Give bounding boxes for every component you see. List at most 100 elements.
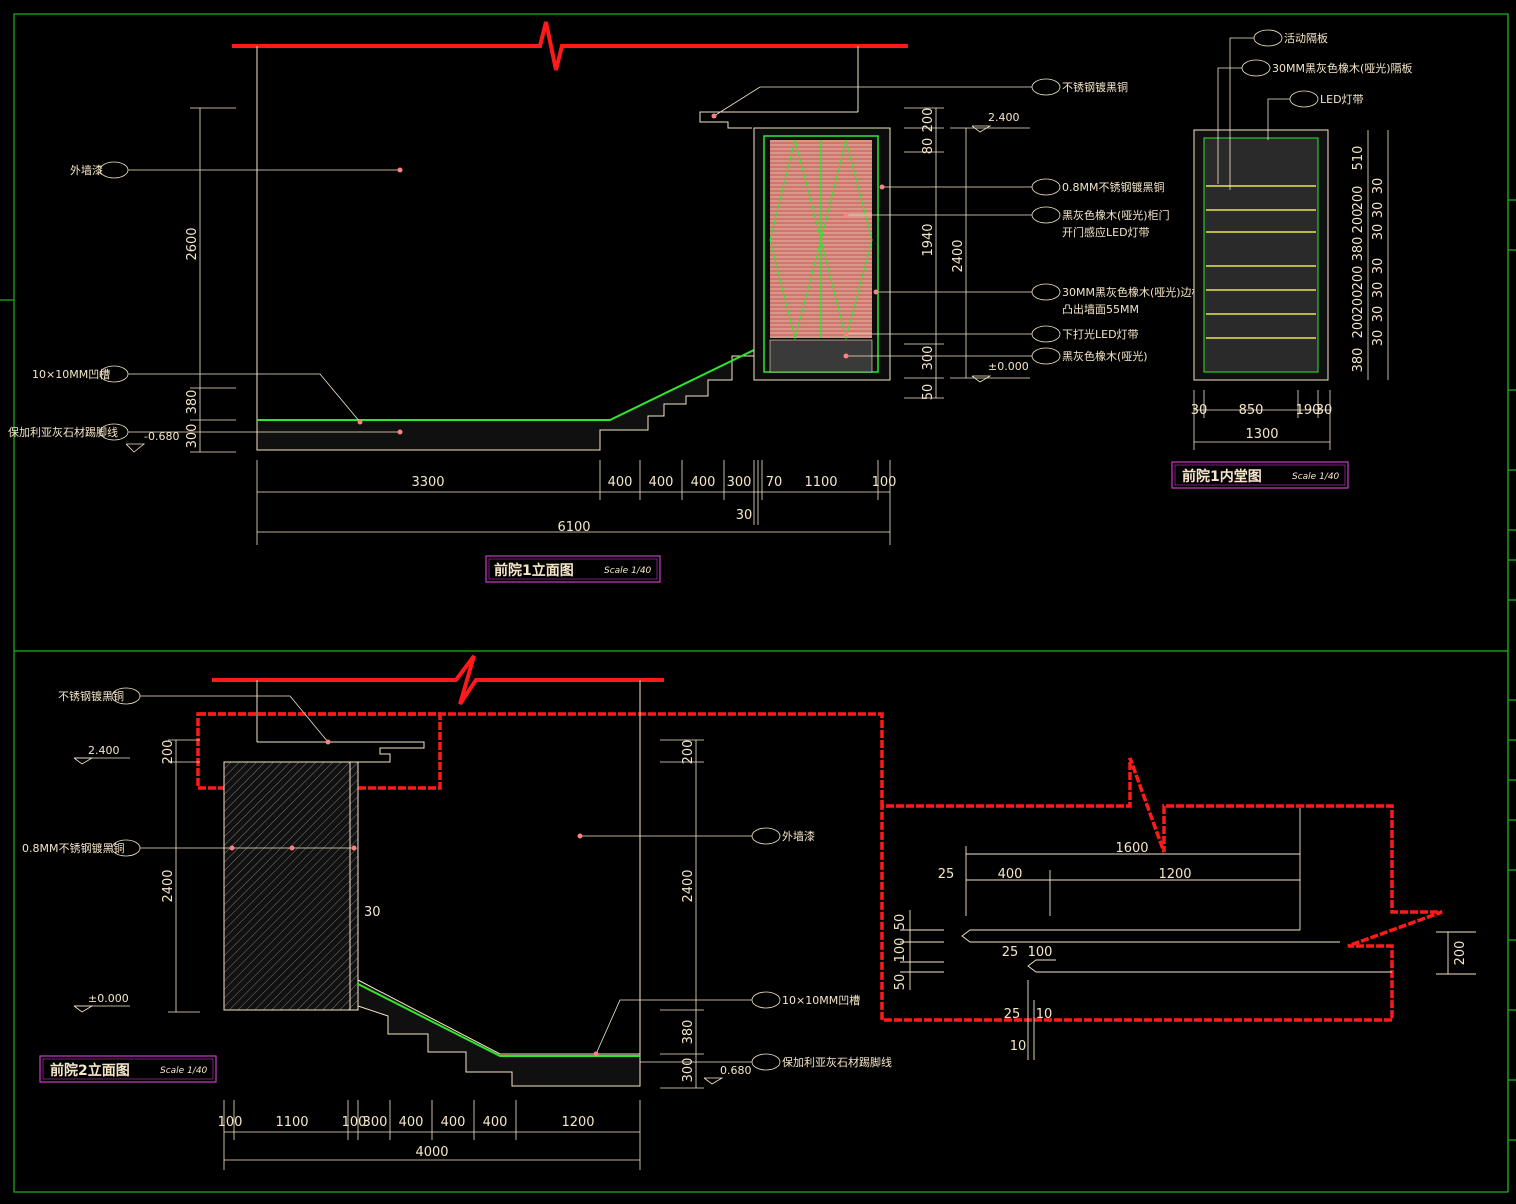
e2-dim-380: 380 bbox=[681, 1020, 696, 1045]
drawing-frame bbox=[0, 13, 1516, 1193]
det-10a: 10 bbox=[1036, 1007, 1053, 1022]
det-1200: 1200 bbox=[1158, 867, 1191, 882]
dim-3300: 3300 bbox=[411, 475, 444, 490]
det-25b: 25 bbox=[1002, 945, 1019, 960]
dim-300: 300 bbox=[185, 424, 200, 449]
label-led: LED灯带 bbox=[1320, 93, 1364, 106]
dims-bottom bbox=[256, 460, 891, 545]
label-door-a: 黑灰色橡木(哑光)柜门 bbox=[1062, 208, 1170, 222]
level2-low: 0.680 bbox=[720, 1064, 752, 1077]
interior-title: 前院1内堂图 bbox=[1182, 468, 1262, 485]
det-25c: 25 bbox=[1004, 1007, 1021, 1022]
det-25a: 25 bbox=[938, 867, 955, 882]
e2-dim-200r: 200 bbox=[681, 740, 696, 765]
dim-1100: 1100 bbox=[804, 475, 837, 490]
dim-30: 30 bbox=[736, 508, 753, 523]
e2-h-100a: 100 bbox=[218, 1115, 243, 1130]
label-groove: 10×10MM凹槽 bbox=[32, 368, 110, 381]
dim-100: 100 bbox=[872, 475, 897, 490]
dim-400b: 400 bbox=[649, 475, 674, 490]
elevation-2: 不锈钢镀黑铜 2.400 0.8MM不锈钢镀黑铜 ±0.000 外墙漆 10×1… bbox=[22, 654, 1443, 1170]
dim-50: 50 bbox=[921, 384, 936, 401]
level-zero: ±0.000 bbox=[988, 360, 1029, 373]
elevation-1: 2600 380 300 外墙漆 10×10MM凹槽 保加利亚灰石材踢脚线 -0… bbox=[8, 21, 1203, 583]
label-canopy: 不锈钢镀黑铜 bbox=[1062, 80, 1128, 94]
interior-vdim: 200 bbox=[1351, 314, 1366, 339]
elev1-title: 前院1立面图 bbox=[494, 562, 574, 579]
label-door-b: 开门感应LED灯带 bbox=[1062, 225, 1150, 239]
e2-dim-300: 300 bbox=[681, 1058, 696, 1083]
leaders-left bbox=[99, 161, 400, 441]
label-oak-matte: 黑灰色橡木(哑光) bbox=[1062, 349, 1148, 363]
det-100a: 100 bbox=[893, 938, 908, 963]
elev1-scale: Scale 1/40 bbox=[604, 566, 652, 576]
interior-vdim-30: 30 bbox=[1371, 178, 1386, 195]
e2-h-300: 300 bbox=[363, 1115, 388, 1130]
e2-h-1200: 1200 bbox=[561, 1115, 594, 1130]
interior-scale: Scale 1/40 bbox=[1292, 472, 1340, 482]
dim-300b: 300 bbox=[921, 346, 936, 371]
interior-vdim-30: 30 bbox=[1371, 306, 1386, 323]
interior-vdim: 510 bbox=[1351, 146, 1366, 171]
label2-ss08: 0.8MM不锈钢镀黑铜 bbox=[22, 841, 124, 855]
label2-canopy: 不锈钢镀黑铜 bbox=[58, 689, 124, 703]
dim-1940: 1940 bbox=[921, 223, 936, 256]
int-dim-190: 190 bbox=[1296, 403, 1321, 418]
det-100b: 100 bbox=[1028, 945, 1053, 960]
level-low: -0.680 bbox=[144, 430, 179, 443]
label-frame-b: 凸出墙面55MM bbox=[1062, 302, 1139, 316]
interior-vdim: 200 bbox=[1351, 266, 1366, 291]
det-200: 200 bbox=[1453, 941, 1468, 966]
det-1600: 1600 bbox=[1115, 841, 1148, 856]
dims-left bbox=[190, 107, 236, 453]
dim-2600: 2600 bbox=[185, 227, 200, 260]
dim-400c: 400 bbox=[691, 475, 716, 490]
dim-380: 380 bbox=[185, 390, 200, 415]
label2-groove: 10×10MM凹槽 bbox=[782, 994, 860, 1007]
e2-dim-30: 30 bbox=[364, 905, 381, 920]
label-ss08: 0.8MM不锈钢镀黑铜 bbox=[1062, 180, 1164, 194]
interior-vdim: 200 bbox=[1351, 209, 1366, 234]
label2-skirting: 保加利亚灰石材踢脚线 bbox=[782, 1055, 892, 1069]
revision-cloud bbox=[198, 712, 1443, 1022]
det-400: 400 bbox=[998, 867, 1023, 882]
cabinet bbox=[753, 127, 891, 381]
dim-400a: 400 bbox=[608, 475, 633, 490]
dim-6100: 6100 bbox=[557, 520, 590, 535]
label-wall-paint: 外墙漆 bbox=[70, 163, 103, 177]
int-dim-1300: 1300 bbox=[1245, 427, 1278, 442]
interior-vdim-30: 30 bbox=[1371, 202, 1386, 219]
dim-300c: 300 bbox=[727, 475, 752, 490]
e2-h-400c: 400 bbox=[483, 1115, 508, 1130]
interior-vdim: 380 bbox=[1351, 237, 1366, 262]
det-50a: 50 bbox=[893, 914, 908, 931]
elev2-title: 前院2立面图 bbox=[50, 1062, 130, 1079]
label-skirting: 保加利亚灰石材踢脚线 bbox=[8, 425, 118, 439]
int-dim-850: 850 bbox=[1239, 403, 1264, 418]
break-line bbox=[232, 21, 908, 71]
interior-vdim: 380 bbox=[1351, 348, 1366, 373]
interior-vdim: 200 bbox=[1351, 186, 1366, 211]
e2-dim-2400r: 2400 bbox=[681, 869, 696, 902]
level2-top: 2.400 bbox=[88, 744, 120, 757]
interior-vdim: 200 bbox=[1351, 290, 1366, 315]
det-10b: 10 bbox=[1010, 1039, 1027, 1054]
label-led-down: 下打光LED灯带 bbox=[1062, 327, 1139, 341]
detail-section: 1600 25 400 1200 50 100 25 100 50 25 10 … bbox=[893, 808, 1476, 1060]
dim-80: 80 bbox=[921, 138, 936, 155]
int-dim-30a: 30 bbox=[1191, 403, 1208, 418]
e2-h-1100: 1100 bbox=[275, 1115, 308, 1130]
wall-outline bbox=[256, 46, 859, 450]
int-dim-30b: 30 bbox=[1316, 403, 1333, 418]
interior-vdim-30: 30 bbox=[1371, 330, 1386, 347]
det-50b: 50 bbox=[893, 974, 908, 991]
dim-200: 200 bbox=[921, 108, 936, 133]
label-shelf30: 30MM黑灰色橡木(哑光)隔板 bbox=[1272, 61, 1413, 75]
e2-dim-2400: 2400 bbox=[161, 869, 176, 902]
dim-70: 70 bbox=[766, 475, 783, 490]
dim-2400: 2400 bbox=[951, 239, 966, 272]
interior-vdim-30: 30 bbox=[1371, 258, 1386, 275]
break-line-2 bbox=[212, 654, 664, 706]
dims-right bbox=[904, 107, 1030, 399]
